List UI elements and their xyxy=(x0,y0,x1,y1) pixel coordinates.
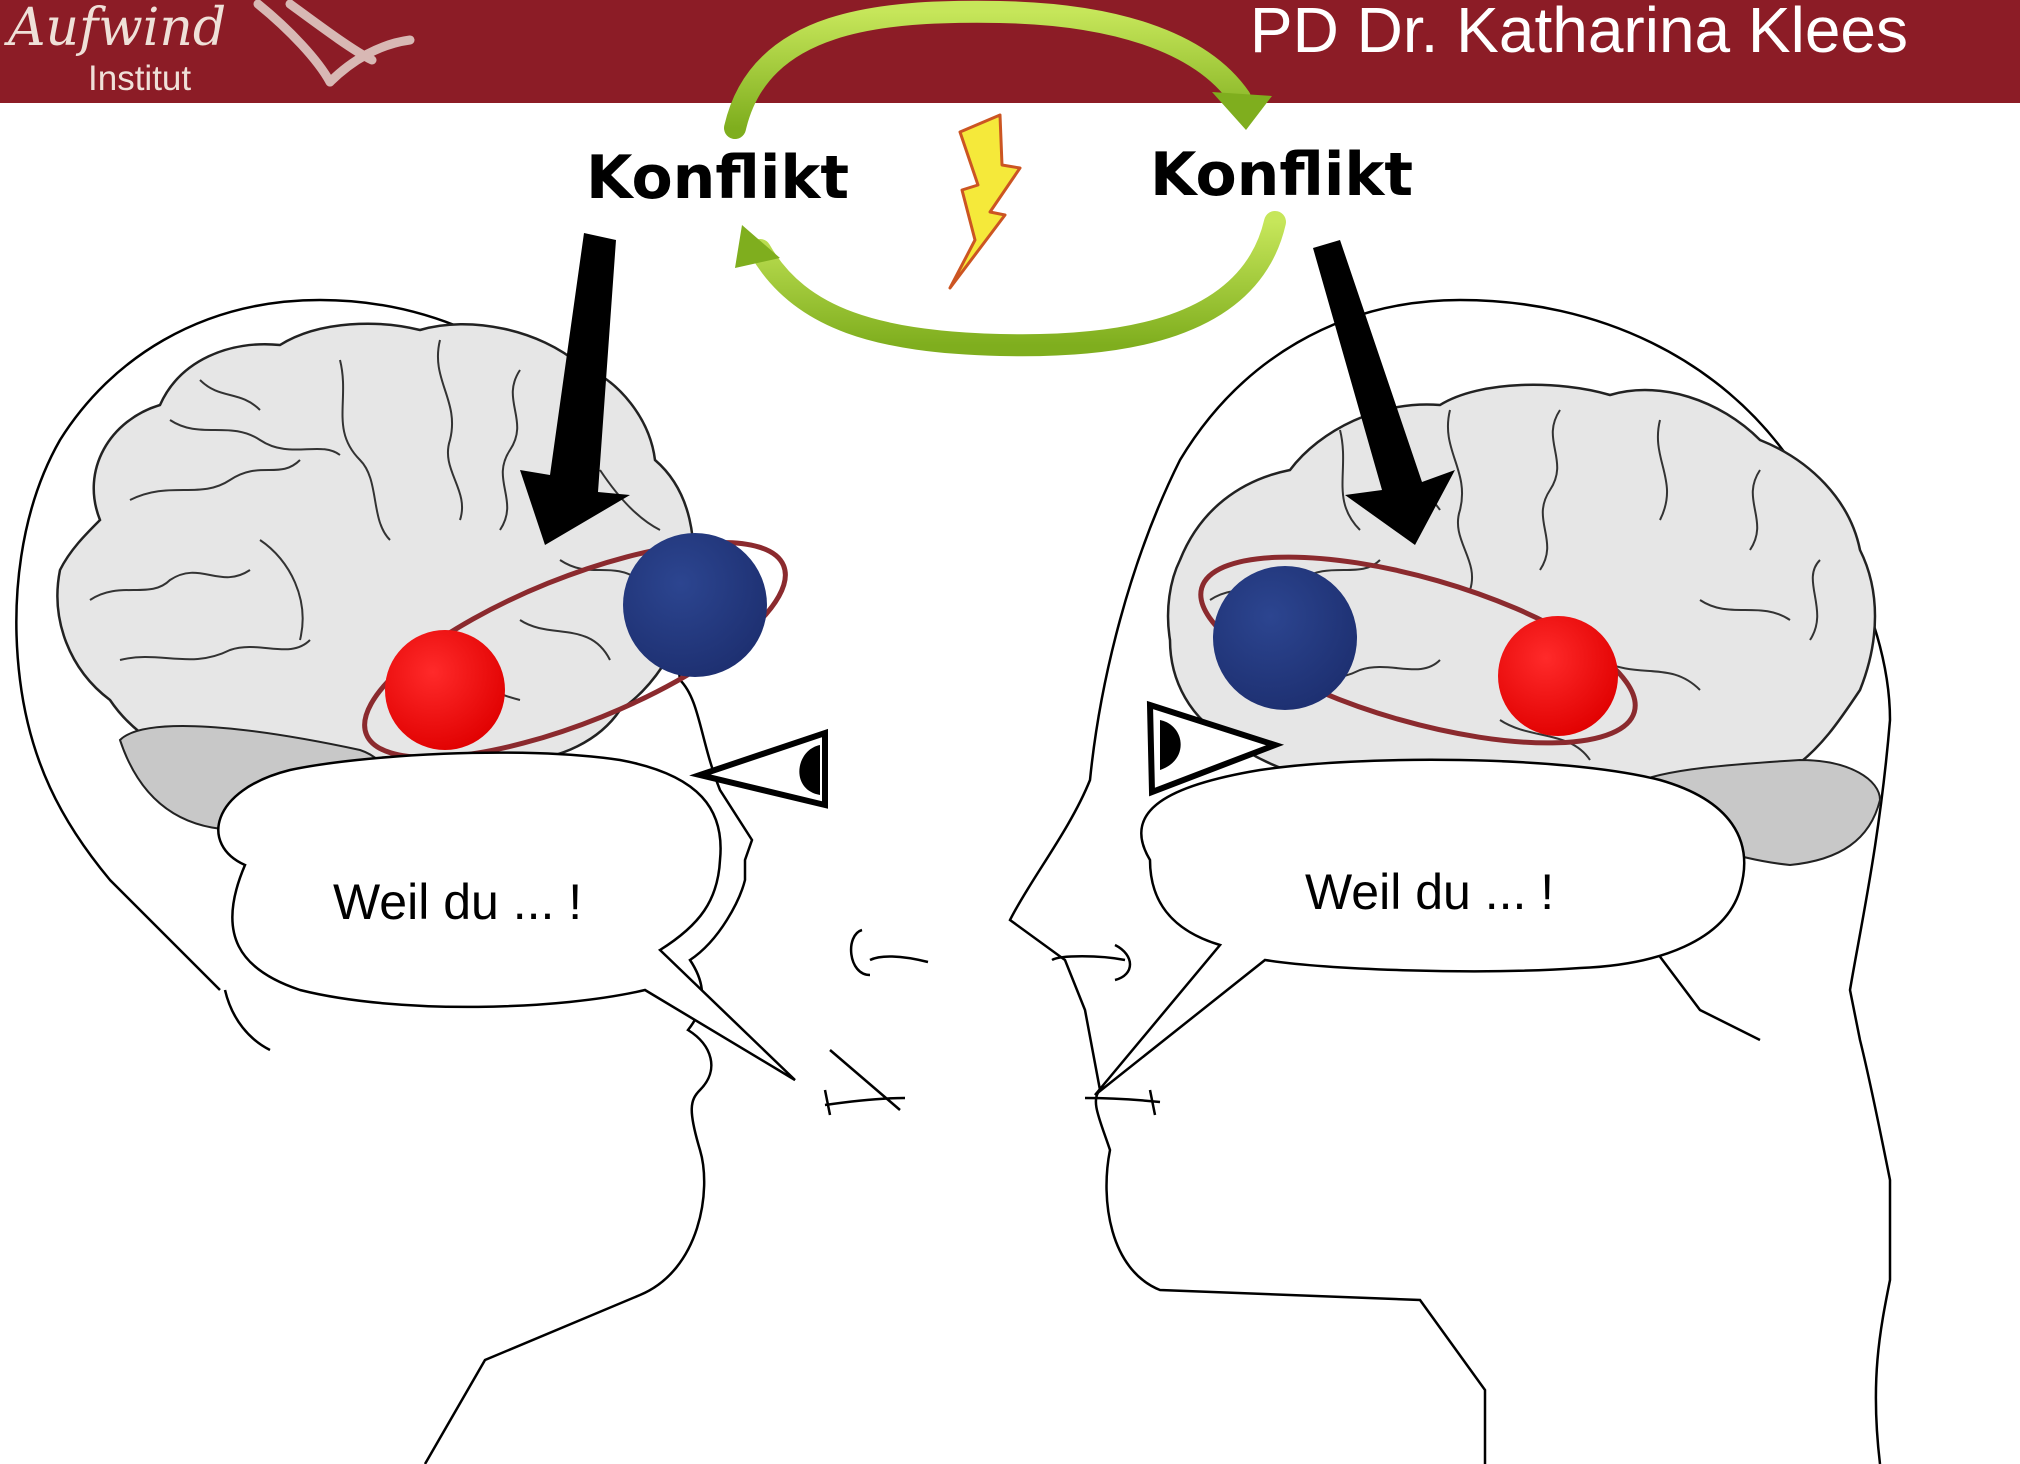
left-red-region xyxy=(385,630,505,750)
speech-text-right: Weil du ... ! xyxy=(1305,864,1554,920)
speech-text-left: Weil du ... ! xyxy=(333,874,582,930)
conflict-label-right: Konflikt xyxy=(1150,142,1413,208)
right-nose xyxy=(1052,945,1130,980)
right-speech-bubble xyxy=(1095,760,1744,1095)
right-blue-region xyxy=(1213,566,1357,710)
left-eye-icon xyxy=(700,733,825,805)
logo-wing-icon xyxy=(258,4,410,82)
right-red-region xyxy=(1498,616,1618,736)
left-blue-region xyxy=(623,533,767,677)
conflict-label-left: Konflikt xyxy=(586,145,849,211)
left-nose xyxy=(851,930,928,975)
lightning-icon xyxy=(950,115,1020,288)
cycle-arrow-bottom xyxy=(735,222,1275,345)
cycle-arrow-top xyxy=(735,12,1272,130)
